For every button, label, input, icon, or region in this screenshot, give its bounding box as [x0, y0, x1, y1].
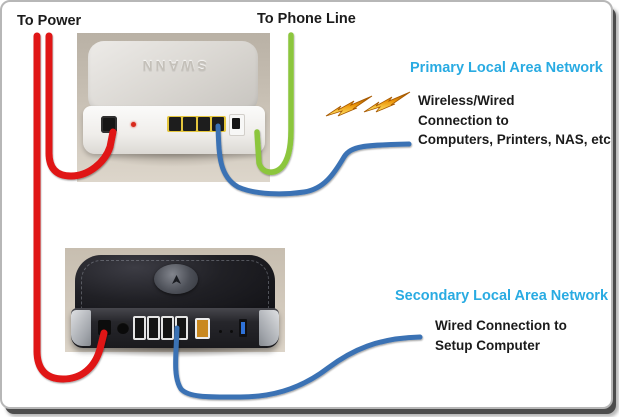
power-port	[98, 320, 111, 335]
lan-ports-block	[133, 316, 188, 340]
lan-port-2	[183, 117, 196, 131]
usb-port-tongue	[241, 322, 245, 334]
screenshot-frame: To Power To Phone Line Primary Local Are…	[0, 0, 613, 409]
left-corner-cap	[71, 310, 91, 346]
secondary-router-photo	[65, 248, 285, 358]
secondary-router-rear-panel	[71, 308, 279, 348]
diagram-canvas: To Power To Phone Line Primary Local Are…	[17, 11, 611, 400]
power-port	[101, 116, 117, 133]
lan-port-4	[175, 316, 188, 340]
status-led	[131, 122, 136, 127]
lightning-bolt-icon	[363, 91, 411, 113]
primary-network-heading: Primary Local Area Network	[410, 60, 603, 76]
to-power-label: To Power	[17, 13, 82, 29]
dsl-port-slot	[232, 118, 240, 129]
reset-pinhole	[219, 330, 222, 333]
lan-ports-block	[167, 116, 226, 132]
right-corner-cap	[259, 310, 279, 346]
secondary-network-line-2: Setup Computer	[435, 337, 541, 353]
secondary-network-heading: Secondary Local Area Network	[395, 288, 609, 304]
round-button	[117, 322, 129, 334]
lightning-bolt-icon	[325, 95, 373, 117]
primary-router-photo: SWANN	[77, 33, 270, 182]
router-logo-plate	[154, 264, 198, 294]
lan-port-2	[147, 316, 160, 340]
primary-router-embossed-logo: SWANN	[139, 58, 207, 74]
lan-port-3	[161, 316, 174, 340]
wan-port	[195, 318, 210, 339]
primary-network-line-1: Wireless/Wired	[418, 93, 515, 108]
lan-port-1	[133, 316, 146, 340]
dsl-phone-port	[229, 114, 245, 136]
lan-port-3	[197, 117, 210, 131]
secondary-network-line-1: Wired Connection to	[435, 318, 567, 333]
primary-network-line-3: Computers, Printers, NAS, etc	[418, 132, 611, 147]
pinhole	[230, 330, 233, 333]
lan-port-1	[169, 117, 182, 131]
primary-router-rear-panel	[83, 106, 265, 154]
secondary-network-description: Wired Connection to Setup Computer	[435, 316, 567, 355]
router-logo-icon	[172, 275, 181, 284]
primary-network-description: Wireless/Wired Connection to Computers, …	[418, 91, 611, 150]
usb-port	[239, 319, 247, 337]
primary-router-top-cover: SWANN	[88, 41, 258, 113]
double-lightning-bolt-icon	[325, 91, 411, 117]
primary-network-line-2: Connection to	[418, 112, 509, 128]
lan-port-4	[211, 117, 224, 131]
to-phone-line-label: To Phone Line	[257, 11, 356, 27]
